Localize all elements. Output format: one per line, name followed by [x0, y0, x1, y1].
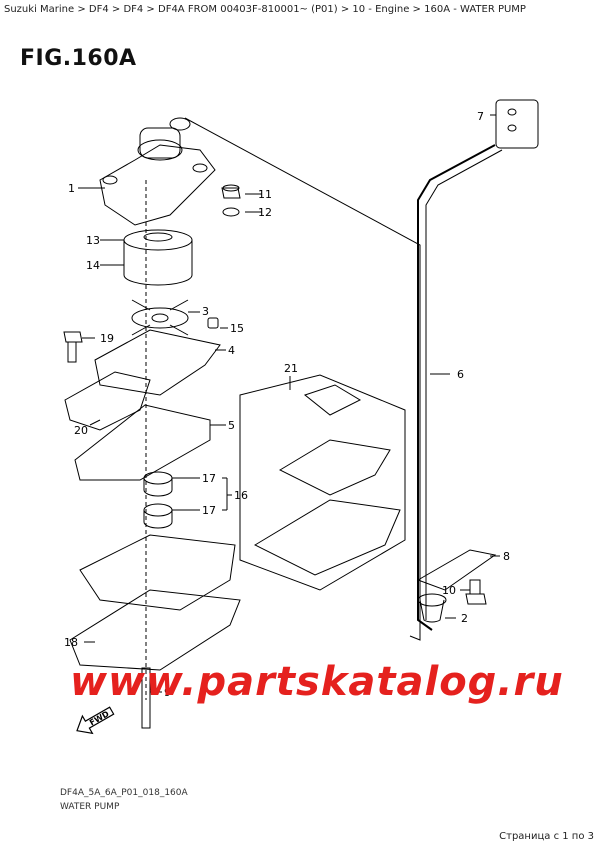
callout-11: 11 — [258, 188, 272, 201]
callout-1: 1 — [68, 182, 75, 195]
gasket-upper-part — [74, 404, 211, 481]
gasket-lower-part — [64, 371, 151, 431]
oil-seal-lower-part — [143, 503, 173, 529]
lower-grommet-part — [417, 593, 447, 623]
callout-16: 16 — [234, 489, 248, 502]
page-info: Страница с 1 по 3 — [499, 831, 594, 842]
water-tube-part — [417, 144, 496, 631]
nut-part — [221, 184, 241, 199]
callout-14: 14 — [86, 259, 100, 272]
assembly-box-outline — [184, 117, 421, 641]
breadcrumb: Suzuki Marine > DF4 > DF4 > DF4A FROM 00… — [4, 4, 526, 15]
fwd-label: FWD — [88, 709, 111, 727]
callout-6: 6 — [457, 368, 464, 381]
lower-housing-part — [79, 534, 236, 611]
callout-7: 7 — [477, 110, 484, 123]
callout-5: 5 — [228, 419, 235, 432]
callout-17-lower: 17 — [202, 504, 216, 517]
key-part — [207, 317, 219, 329]
liner-part — [123, 229, 193, 286]
callout-9: 9 — [164, 686, 171, 699]
callout-19: 19 — [100, 332, 114, 345]
repair-kit-box — [239, 374, 406, 591]
clamp-part — [416, 549, 497, 591]
gasket-bottom-part — [69, 589, 241, 671]
stud-part — [141, 667, 151, 729]
bolt-part — [63, 331, 83, 363]
model-code: DF4A_5A_6A_P01_018_160A — [60, 788, 188, 798]
washer-part — [222, 207, 240, 217]
plate-part — [94, 329, 221, 396]
fwd-arrow-icon: FWD — [76, 706, 115, 735]
figure-title: FIG.160A — [20, 46, 137, 71]
pump-case-part — [99, 117, 216, 226]
callout-12: 12 — [258, 206, 272, 219]
callout-8: 8 — [503, 550, 510, 563]
leader-lines — [78, 114, 500, 693]
callout-17-upper: 17 — [202, 472, 216, 485]
callout-18: 18 — [64, 636, 78, 649]
callout-15: 15 — [230, 322, 244, 335]
callout-20: 20 — [74, 424, 88, 437]
callout-21: 21 — [284, 362, 298, 375]
caption: WATER PUMP — [60, 802, 120, 812]
callout-13: 13 — [86, 234, 100, 247]
callout-2: 2 — [461, 612, 468, 625]
impeller-part — [131, 299, 189, 336]
callout-4: 4 — [228, 344, 235, 357]
grommet-part — [495, 99, 539, 149]
clamp-bolt-part — [465, 579, 487, 605]
callout-3: 3 — [202, 305, 209, 318]
watermark: www.partskatalog.ru — [70, 659, 564, 705]
callout-10: 10 — [442, 584, 456, 597]
